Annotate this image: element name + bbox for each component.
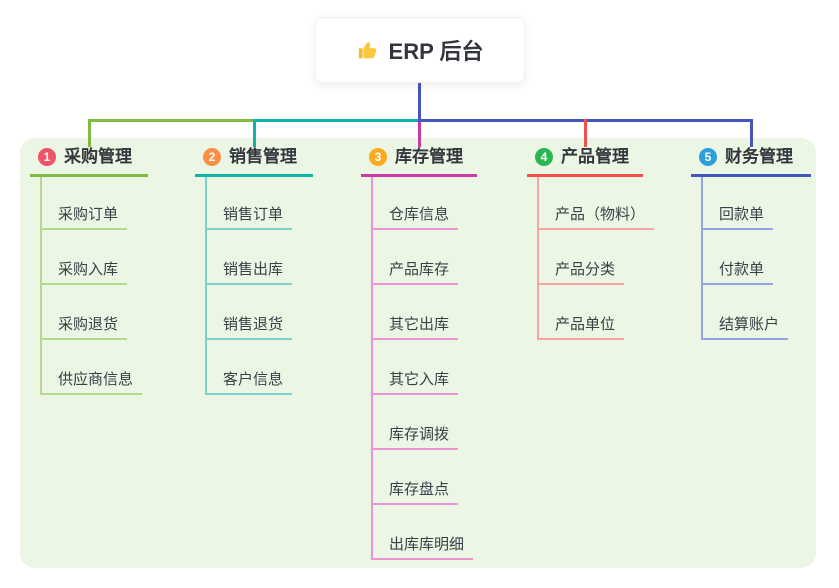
branch-rail-line: [205, 177, 207, 394]
branch-number-badge: 1: [38, 148, 56, 166]
branch-rail-line: [701, 177, 703, 339]
mindmap-panel: [20, 138, 816, 568]
child-node-4-1[interactable]: 产品（物料）: [537, 206, 655, 230]
child-node-3-6[interactable]: 库存盘点: [371, 481, 459, 505]
connector-drop-branch-1: [87, 119, 91, 147]
child-node-3-7[interactable]: 出库库明细: [371, 536, 474, 560]
branch-number-badge: 5: [699, 148, 717, 166]
connector-horizontal-branch-1: [87, 119, 253, 122]
connector-drop-branch-5: [749, 119, 753, 147]
child-node-2-3[interactable]: 销售退货: [205, 316, 293, 340]
branch-label: 采购管理: [64, 147, 132, 166]
child-node-5-1[interactable]: 回款单: [701, 206, 774, 230]
branch-number-badge: 2: [203, 148, 221, 166]
branch-rail-line: [537, 177, 539, 339]
branch-node-2[interactable]: 2 销售管理: [195, 147, 313, 177]
child-node-2-1[interactable]: 销售订单: [205, 206, 293, 230]
connector-drop-branch-3: [417, 122, 421, 147]
child-node-3-1[interactable]: 仓库信息: [371, 206, 459, 230]
connector-drop-branch-2: [252, 119, 256, 147]
child-node-1-2[interactable]: 采购入库: [40, 261, 128, 285]
child-node-3-5[interactable]: 库存调拨: [371, 426, 459, 450]
child-node-2-2[interactable]: 销售出库: [205, 261, 293, 285]
branch-number-badge: 4: [535, 148, 553, 166]
branch-node-3[interactable]: 3 库存管理: [361, 147, 477, 177]
branch-node-5[interactable]: 5 财务管理: [691, 147, 811, 177]
thumbs-up-icon: [357, 39, 379, 61]
child-node-4-3[interactable]: 产品单位: [537, 316, 625, 340]
connector-horizontal-branch-2: [252, 119, 418, 122]
branch-node-4[interactable]: 4 产品管理: [527, 147, 643, 177]
branch-label: 财务管理: [725, 147, 793, 166]
child-node-3-4[interactable]: 其它入库: [371, 371, 459, 395]
root-stem-line: [417, 81, 421, 122]
branch-label: 销售管理: [229, 147, 297, 166]
child-node-1-3[interactable]: 采购退货: [40, 316, 128, 340]
child-node-1-1[interactable]: 采购订单: [40, 206, 128, 230]
branch-node-1[interactable]: 1 采购管理: [30, 147, 148, 177]
child-node-5-3[interactable]: 结算账户: [701, 316, 789, 340]
root-label: ERP 后台: [388, 39, 484, 64]
root-node-erp[interactable]: ERP 后台: [315, 17, 525, 83]
branch-label: 产品管理: [561, 147, 629, 166]
branch-rail-line: [371, 177, 373, 559]
child-node-1-4[interactable]: 供应商信息: [40, 371, 143, 395]
connector-drop-branch-4: [583, 119, 587, 147]
child-node-3-2[interactable]: 产品库存: [371, 261, 459, 285]
branch-number-badge: 3: [369, 148, 387, 166]
branch-rail-line: [40, 177, 42, 394]
branch-label: 库存管理: [395, 147, 463, 166]
child-node-2-4[interactable]: 客户信息: [205, 371, 293, 395]
child-node-3-3[interactable]: 其它出库: [371, 316, 459, 340]
child-node-4-2[interactable]: 产品分类: [537, 261, 625, 285]
child-node-5-2[interactable]: 付款单: [701, 261, 774, 285]
